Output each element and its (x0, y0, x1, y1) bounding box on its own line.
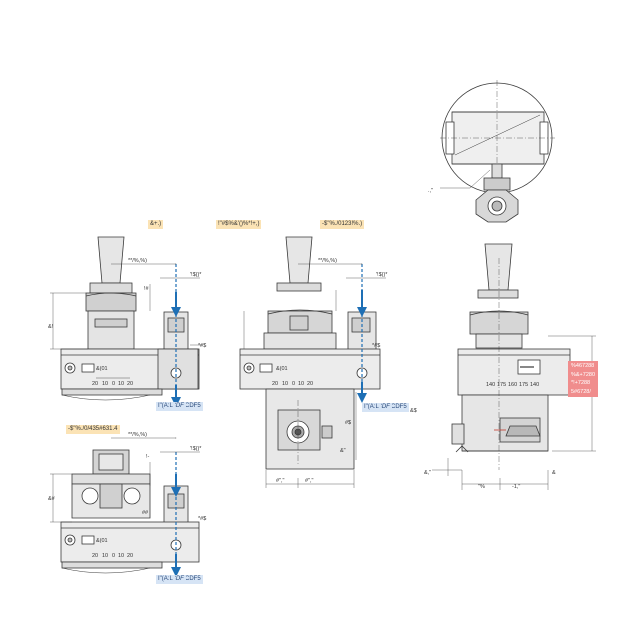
dim-bl-top: **/%,%) (128, 432, 147, 438)
scale-r: 140 175 160 175 140 (486, 382, 539, 388)
dim-tl-s: *#$ (198, 343, 206, 349)
dim-r-left: &," (424, 470, 431, 476)
svg-text:10: 10 (118, 553, 124, 559)
svg-text:20: 20 (127, 381, 133, 387)
body-bl: &(01 (96, 538, 108, 544)
svg-text:10: 10 (282, 381, 288, 387)
svg-text:20: 20 (272, 381, 278, 387)
svg-text:140: 140 (486, 382, 495, 388)
tag-top-middle-left: !"#$%&'()%*!+,) (216, 220, 262, 229)
svg-text:0: 0 (112, 553, 115, 559)
dim-tl-amp: &! (48, 324, 54, 330)
dim-bl-hh: ## (142, 510, 149, 516)
dim-tm-amp: &" (340, 448, 346, 454)
pink-spec-box: %467288 %&+7280 *!+7288 5#6728/ (568, 361, 599, 397)
dim-r-pct: "% (478, 484, 485, 490)
svg-text:175: 175 (519, 382, 528, 388)
svg-text:0: 0 (112, 381, 115, 387)
dim-tm-s: *#$ (372, 343, 380, 349)
tag-bottom-left: -$"%./0/435#631.4 (66, 425, 120, 434)
tag-top-left: &+.) (148, 220, 164, 229)
svg-text:20: 20 (307, 381, 313, 387)
svg-text:20: 20 (127, 553, 133, 559)
dim-tm-right: &$ (410, 408, 417, 414)
top-view (440, 80, 555, 223)
svg-text:0: 0 (292, 381, 295, 387)
svg-text:10: 10 (298, 381, 304, 387)
dim-r-amp: & (552, 470, 556, 476)
dim-bl-side: '!$()* (190, 446, 202, 452)
dim-tm-top: **/%,%) (318, 258, 337, 264)
dim-bl-s: *#$ (198, 516, 206, 522)
tag-top-middle-right: -$"%./0123!%.) (320, 220, 365, 229)
dim-bl-dash: !- (146, 454, 150, 460)
dim-tm-hs: #$ (345, 420, 351, 426)
body-tl: &(01 (96, 366, 108, 372)
dim-tm-bot2: #"," (305, 478, 314, 484)
scale-tm: 20 10 0 10 20 (272, 381, 313, 387)
drawing-top-middle (239, 236, 381, 470)
svg-text:10: 10 (102, 381, 108, 387)
dim-tl-hash: !# (144, 286, 150, 292)
svg-text:140: 140 (530, 382, 539, 388)
dim-tl-side: '!$()* (190, 272, 202, 278)
body-tm: &(01 (276, 366, 288, 372)
svg-text:20: 20 (92, 553, 98, 559)
dim-r-mid: -1," (512, 484, 520, 490)
drawing-bottom-left (60, 449, 200, 574)
dim-tm-side: '!$()* (376, 272, 388, 278)
drawing-top-left (60, 236, 200, 401)
svg-text:20: 20 (92, 381, 98, 387)
svg-text:10: 10 (118, 381, 124, 387)
drawing-right (451, 243, 571, 453)
dim-bl-amp: &# (48, 496, 56, 502)
scale-bl: 20 10 0 10 20 (92, 553, 133, 559)
scale-tl: 20 10 0 10 20 (92, 381, 133, 387)
dim-tm-bot1: #"," (276, 478, 285, 484)
svg-text:10: 10 (102, 553, 108, 559)
svg-text:175: 175 (497, 382, 506, 388)
dim-tl-top: **/%,%) (128, 258, 147, 264)
dim-r-dot: .," (428, 188, 433, 194)
svg-text:160: 160 (508, 382, 517, 388)
